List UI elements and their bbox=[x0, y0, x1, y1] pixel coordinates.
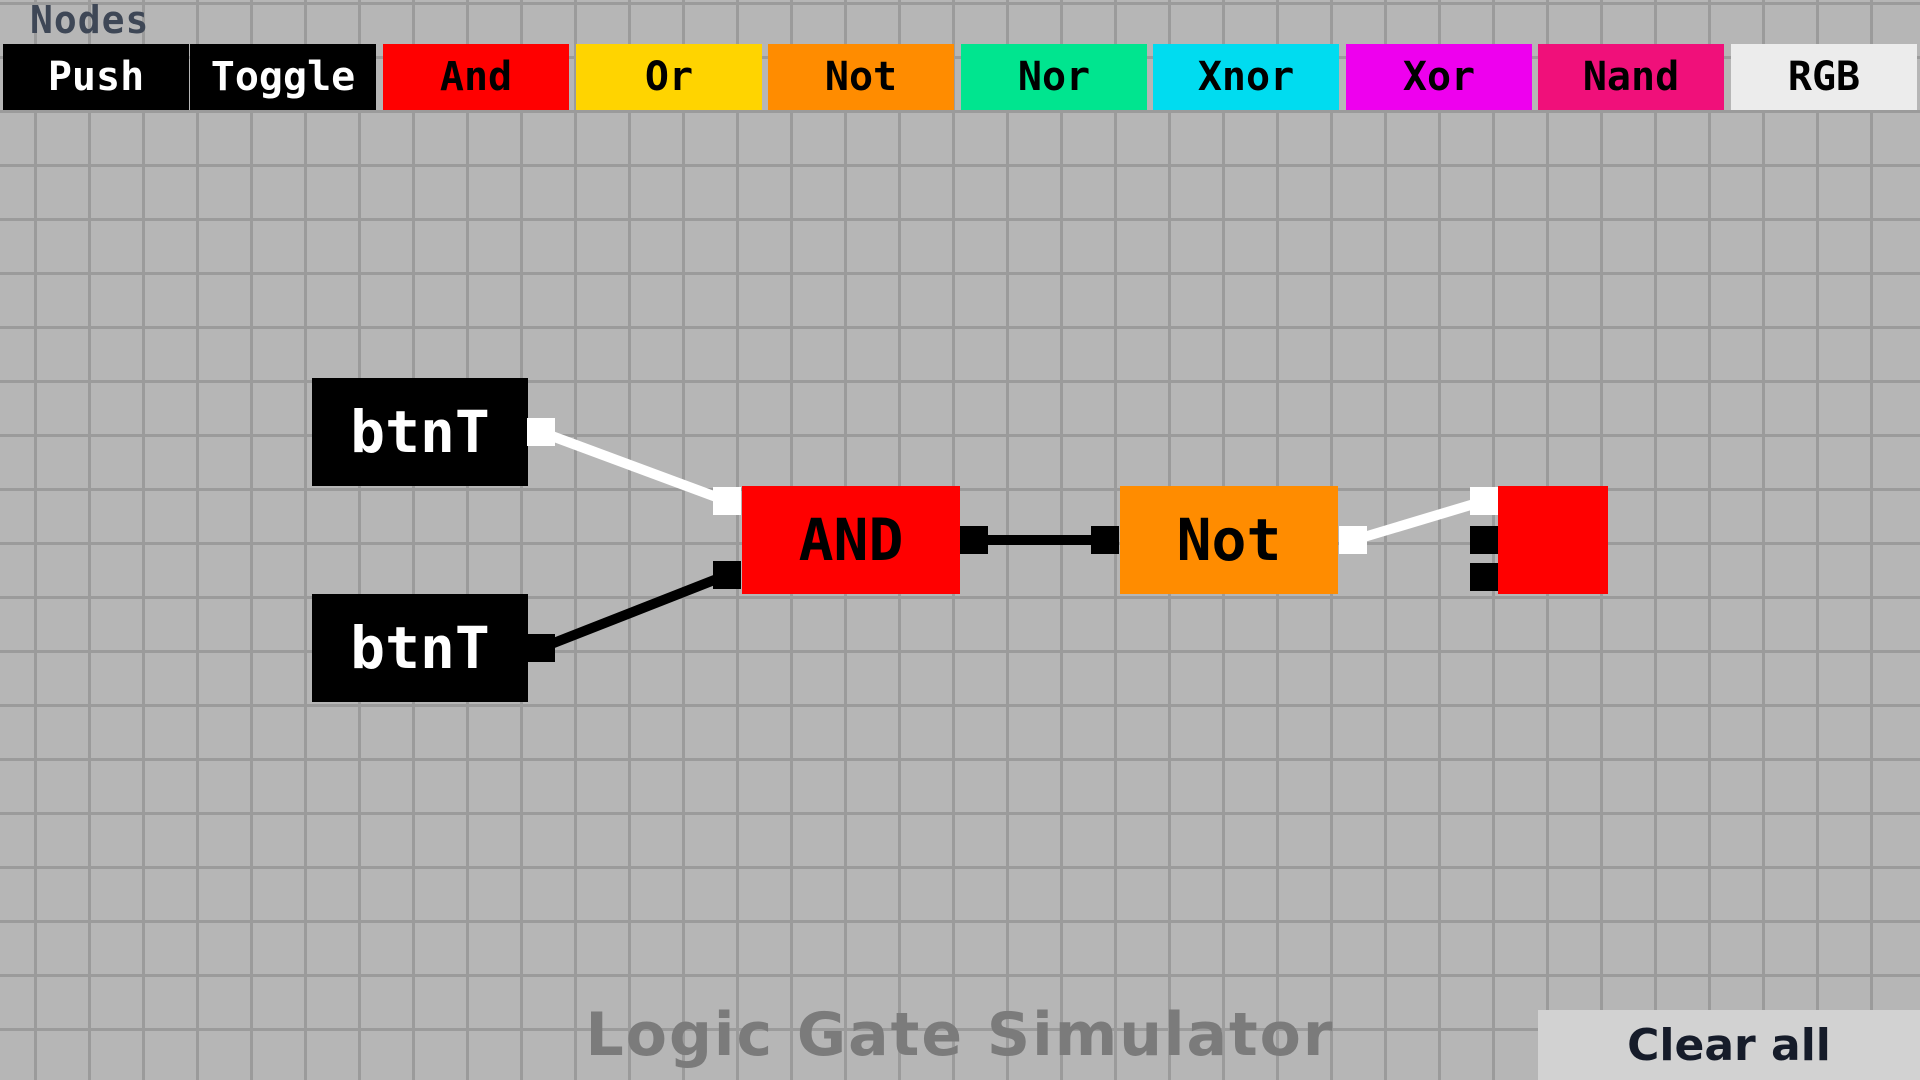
clear-all-button[interactable]: Clear all bbox=[1538, 1010, 1920, 1080]
push-node-button[interactable]: Push bbox=[3, 44, 189, 110]
not-node-button[interactable]: Not bbox=[768, 44, 954, 110]
toggle-button-node[interactable]: btnT bbox=[312, 378, 528, 486]
nor-node-button[interactable]: Nor bbox=[961, 44, 1147, 110]
xor-node-button[interactable]: Xor bbox=[1346, 44, 1532, 110]
xnor-node-button[interactable]: Xnor bbox=[1153, 44, 1339, 110]
and-node-button[interactable]: And bbox=[383, 44, 569, 110]
not-gate-node[interactable]: Not bbox=[1120, 486, 1338, 594]
node-label: Not bbox=[1176, 506, 1282, 574]
rgb-red-input-pin[interactable] bbox=[1470, 487, 1498, 515]
output-pin[interactable] bbox=[1339, 526, 1367, 554]
input-pin[interactable] bbox=[713, 487, 741, 515]
node-label: btnT bbox=[350, 398, 490, 466]
wire-btn1-to-and[interactable] bbox=[539, 427, 729, 506]
toggle-button-node[interactable]: btnT bbox=[312, 594, 528, 702]
rgb-light-node[interactable] bbox=[1498, 486, 1608, 594]
node-toolbar: Push Toggle And Or Not Nor Xnor Xor Nand… bbox=[0, 44, 1920, 112]
nand-node-button[interactable]: Nand bbox=[1538, 44, 1724, 110]
and-gate-node[interactable]: AND bbox=[742, 486, 960, 594]
rgb-green-input-pin[interactable] bbox=[1470, 526, 1498, 554]
toggle-node-button[interactable]: Toggle bbox=[190, 44, 376, 110]
nodes-heading: Nodes bbox=[30, 0, 150, 42]
rgb-blue-input-pin[interactable] bbox=[1470, 563, 1498, 591]
output-pin[interactable] bbox=[527, 634, 555, 662]
input-pin[interactable] bbox=[713, 561, 741, 589]
app-title: Logic Gate Simulator bbox=[585, 1000, 1335, 1070]
input-pin[interactable] bbox=[1091, 526, 1119, 554]
wire-not-to-rgb[interactable] bbox=[1352, 496, 1486, 545]
or-node-button[interactable]: Or bbox=[576, 44, 762, 110]
node-label: btnT bbox=[350, 614, 490, 682]
output-pin[interactable] bbox=[527, 418, 555, 446]
node-label: AND bbox=[798, 506, 904, 574]
rgb-node-button[interactable]: RGB bbox=[1731, 44, 1917, 110]
output-pin[interactable] bbox=[960, 526, 988, 554]
wire-btn2-to-and[interactable] bbox=[539, 570, 729, 653]
